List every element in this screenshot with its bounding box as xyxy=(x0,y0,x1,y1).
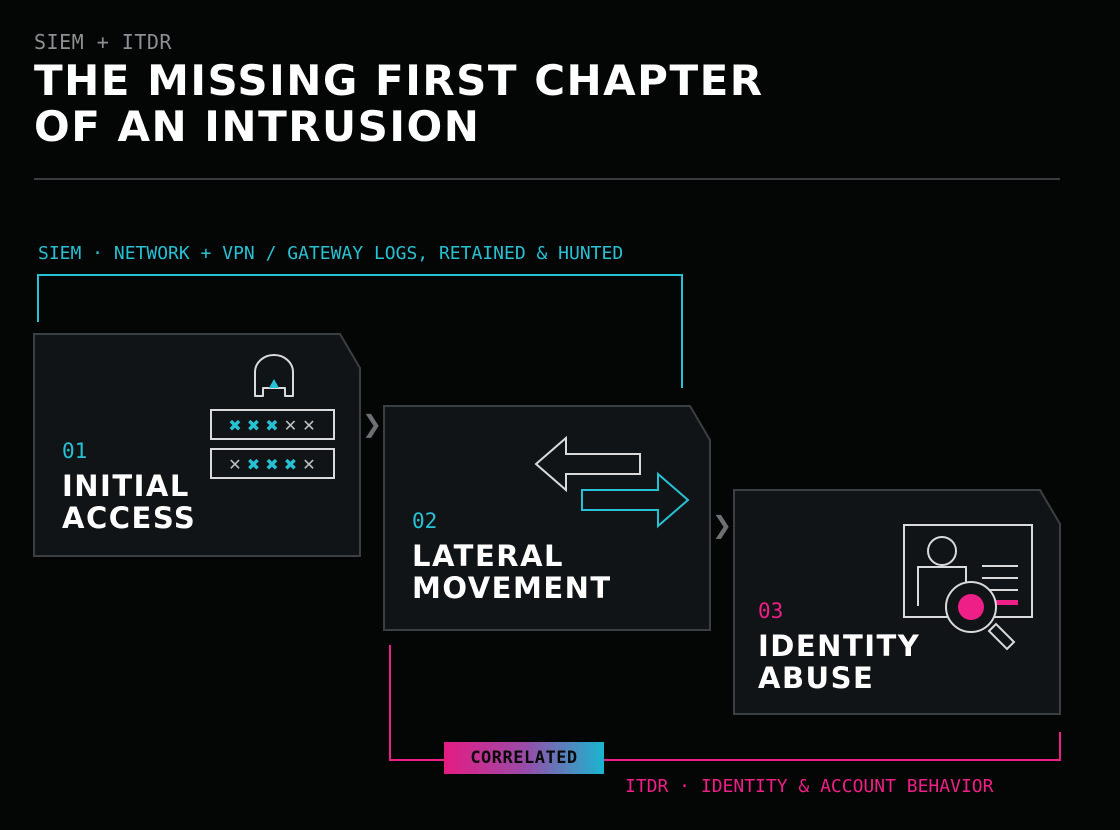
id-card-magnifier-icon xyxy=(903,524,1033,651)
stage-number-2: 02 xyxy=(412,509,438,533)
password-mark: ✕ xyxy=(228,455,241,474)
stage-title-2-line-2: MOVEMENT xyxy=(412,571,612,605)
stage-number-3: 03 xyxy=(758,599,784,623)
stage-text-3: 03 IDENTITY ABUSE xyxy=(758,598,920,694)
credential-guess-icon: ✖ ✖ ✖ ✕ ✕ ✕ ✖ ✖ ✖ ✕ xyxy=(210,354,335,479)
magnifier-handle-icon xyxy=(987,622,1016,651)
itdr-bracket xyxy=(389,645,1061,761)
password-mark: ✖ xyxy=(265,416,278,435)
stage-number-1: 01 xyxy=(62,439,88,463)
password-mark: ✖ xyxy=(284,455,297,474)
password-field-2 xyxy=(210,448,335,479)
stage-title-2: LATERAL MOVEMENT xyxy=(412,540,612,604)
password-mark: ✕ xyxy=(302,455,315,474)
title-line-1: THE MISSING FIRST CHAPTER xyxy=(34,56,764,105)
two-way-arrows-icon xyxy=(534,435,690,529)
stage-text-2: 02 LATERAL MOVEMENT xyxy=(412,508,612,604)
stage-card-1 xyxy=(33,333,361,557)
title-line-2: OF AN INTRUSION xyxy=(34,102,481,151)
id-avatar-body-icon xyxy=(917,566,967,606)
password-mark: ✕ xyxy=(302,416,315,435)
connector-chevron-1-icon: ❯ xyxy=(362,410,383,438)
stage-card-3 xyxy=(733,489,1061,715)
stage-text-1: 01 INITIAL ACCESS xyxy=(62,438,196,534)
helmet-visor-icon xyxy=(269,379,279,388)
password-mark: ✖ xyxy=(247,416,260,435)
password-mark: ✖ xyxy=(265,455,278,474)
stage-title-1-line-2: ACCESS xyxy=(62,501,197,535)
connector-chevron-2-icon: ❯ xyxy=(712,511,733,539)
password-field-1 xyxy=(210,409,335,440)
stage-title-2-line-1: LATERAL xyxy=(412,539,565,573)
itdr-band-label: ITDR · IDENTITY & ACCOUNT BEHAVIOR xyxy=(625,776,994,797)
page-title: THE MISSING FIRST CHAPTER OF AN INTRUSIO… xyxy=(34,58,764,150)
magnifier-focus-icon xyxy=(958,594,984,620)
password-mark: ✕ xyxy=(284,416,297,435)
stage-title-1-line-1: INITIAL xyxy=(62,469,190,503)
arrow-right-icon xyxy=(581,471,690,529)
header-divider xyxy=(34,178,1060,180)
siem-bracket xyxy=(37,274,683,388)
arrow-left-icon xyxy=(534,435,641,493)
id-avatar-head-icon xyxy=(927,536,957,566)
stage-title-1: INITIAL ACCESS xyxy=(62,470,196,534)
stage-title-3: IDENTITY ABUSE xyxy=(758,630,920,694)
stage-title-3-line-1: IDENTITY xyxy=(758,629,921,663)
siem-band-label: SIEM · NETWORK + VPN / GATEWAY LOGS, RET… xyxy=(38,243,624,264)
eyebrow: SIEM + ITDR xyxy=(34,30,172,54)
correlated-badge: CORRELATED xyxy=(444,742,604,774)
stage-title-3-line-2: ABUSE xyxy=(758,661,875,695)
password-mark: ✖ xyxy=(247,455,260,474)
helmet-icon xyxy=(254,354,294,397)
password-mark: ✖ xyxy=(228,416,241,435)
stage-card-2 xyxy=(383,405,711,631)
